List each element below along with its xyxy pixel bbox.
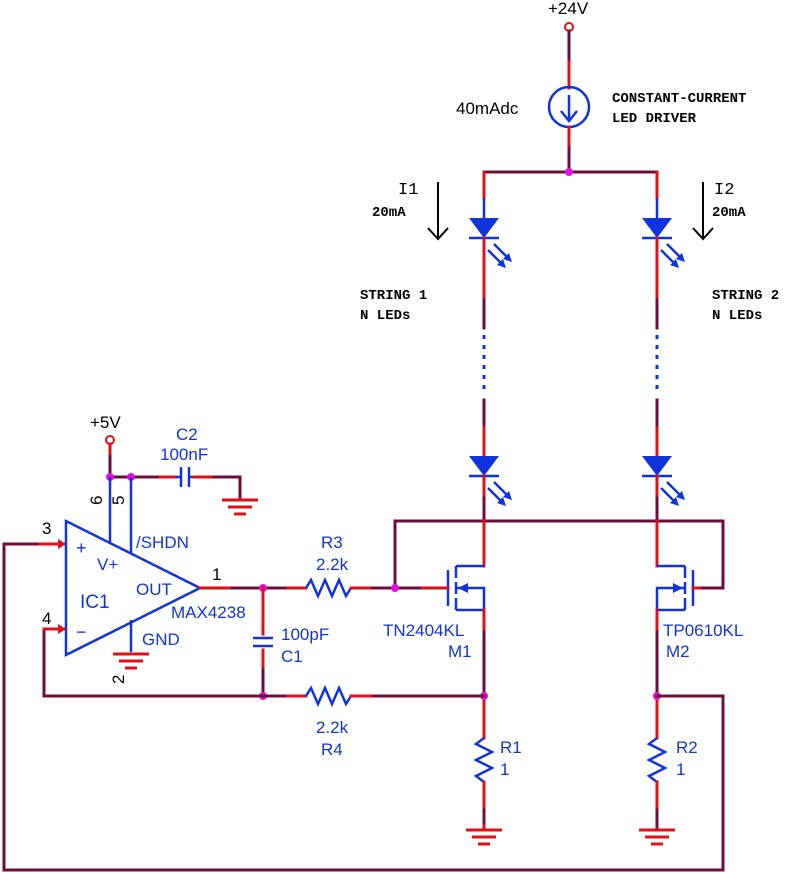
- resistor-r2: R2 1: [646, 694, 698, 830]
- led-triangle: [469, 456, 499, 476]
- led-arrowhead: [503, 491, 512, 500]
- m2-ref: M2: [666, 642, 690, 661]
- r2-zigzag: [646, 737, 668, 783]
- m1-ref: M1: [448, 642, 472, 661]
- supply-5v: +5V: [90, 413, 121, 479]
- led-arrowhead: [670, 497, 679, 506]
- supply-24v-label: +24V: [548, 0, 589, 18]
- m2-drain: [655, 586, 685, 612]
- ground-c2: [222, 498, 258, 516]
- opamp-gnd: GND: [142, 630, 180, 649]
- led-arrowhead: [497, 259, 506, 268]
- opamp-ref: IC1: [80, 592, 110, 613]
- r1-ref: R1: [500, 738, 522, 757]
- current-i2: I2 20mA: [692, 181, 746, 241]
- led-1n: [469, 456, 512, 506]
- wire: [212, 475, 242, 500]
- r3-zigzag: [304, 576, 353, 600]
- string1-label-line2: N LEDs: [360, 308, 410, 324]
- i1-arrowhead: [427, 227, 449, 241]
- led-triangle: [642, 456, 672, 476]
- mosfet-m2: TP0610KL M2: [655, 519, 743, 698]
- opamp-vplus: V+: [97, 555, 118, 574]
- i2-value: 20mA: [712, 205, 746, 221]
- i1-value: 20mA: [372, 205, 406, 221]
- string2-label-line2: N LEDs: [712, 308, 762, 324]
- wire: [2, 542, 725, 872]
- current-source-driver: 40mAdc CONSTANT-CURRENT LED DRIVER: [456, 85, 746, 174]
- m2-part: TP0610KL: [663, 621, 743, 640]
- supply-24v: +24V: [548, 0, 589, 90]
- string1-label-line1: STRING 1: [360, 288, 427, 304]
- resistor-r1: R1 1: [473, 694, 522, 830]
- led-2n: [642, 456, 685, 506]
- opamp-plus: +: [76, 538, 87, 558]
- opamp-ic1: + − V+ /SHDN OUT IC1 MAX4238 GND 3 4 1 6…: [42, 477, 246, 684]
- opamp-minus: −: [76, 622, 87, 642]
- pin1-label: 1: [212, 565, 221, 584]
- led-string-1: [469, 170, 512, 506]
- supply-5v-label: +5V: [90, 413, 121, 432]
- pin3-label: 3: [42, 519, 51, 538]
- r3-ref: R3: [321, 533, 343, 552]
- node-dot: [391, 584, 399, 592]
- r4-zigzag: [304, 684, 353, 708]
- driver-title-line2: LED DRIVER: [612, 111, 697, 127]
- node-dot: [565, 168, 573, 176]
- wire: [393, 519, 725, 590]
- driver-current: 40mAdc: [456, 99, 519, 118]
- m1-part: TN2404KL: [383, 621, 464, 640]
- ground-r2: [639, 828, 675, 846]
- c1-value: 100pF: [281, 625, 329, 644]
- r3-value: 2.2k: [316, 555, 349, 574]
- opamp-part: MAX4238: [171, 603, 246, 622]
- pin4-arrow: [58, 624, 66, 634]
- m2-arrow: [673, 583, 683, 593]
- m1-source: [456, 586, 486, 612]
- opamp-out: OUT: [136, 580, 172, 599]
- i1-name: I1: [398, 181, 418, 200]
- c1-ref: C1: [281, 647, 303, 666]
- r4-ref: R4: [321, 740, 343, 759]
- led-arrowhead: [497, 497, 506, 506]
- pin6-label: 6: [87, 496, 106, 505]
- c2-value: 100nF: [160, 445, 208, 464]
- resistor-r3: R3 2.2k: [304, 533, 353, 600]
- i2-name: I2: [714, 181, 734, 200]
- r4-value: 2.2k: [316, 718, 349, 737]
- c2-ref: C2: [176, 425, 198, 444]
- opamp-triangle: [64, 518, 203, 658]
- m1-arrow: [458, 583, 468, 593]
- mosfet-m1: TN2404KL M1: [383, 519, 486, 698]
- driver-title-line1: CONSTANT-CURRENT: [612, 91, 746, 107]
- led-triangle: [642, 218, 672, 238]
- capacitor-c1: 100pF C1: [253, 586, 329, 698]
- r1-value: 1: [500, 760, 509, 779]
- r2-ref: R2: [676, 738, 698, 757]
- string2-label-line1: STRING 2: [712, 288, 779, 304]
- i2-arrowhead: [692, 227, 714, 241]
- led-arrowhead: [676, 253, 685, 262]
- led-triangle: [469, 218, 499, 238]
- ground-r1: [466, 824, 502, 846]
- pin4-label: 4: [42, 609, 51, 628]
- led-arrowhead: [503, 253, 512, 262]
- current-i1: I1 20mA: [372, 181, 449, 241]
- pin3-arrow: [58, 539, 66, 549]
- led-arrowhead: [670, 259, 679, 268]
- led-string-2: [642, 170, 685, 506]
- r2-value: 1: [676, 760, 685, 779]
- pin2-label: 2: [109, 675, 128, 684]
- current-source-arrowhead: [560, 110, 578, 124]
- led-arrowhead: [676, 491, 685, 500]
- pin5-label: 5: [109, 496, 128, 505]
- ground-opamp: [113, 652, 149, 670]
- led-1a: [469, 198, 512, 268]
- led-2a: [642, 198, 685, 268]
- opamp-shdn: /SHDN: [136, 533, 189, 552]
- r1-zigzag: [473, 737, 495, 783]
- resistor-r4: 2.2k R4: [304, 684, 353, 759]
